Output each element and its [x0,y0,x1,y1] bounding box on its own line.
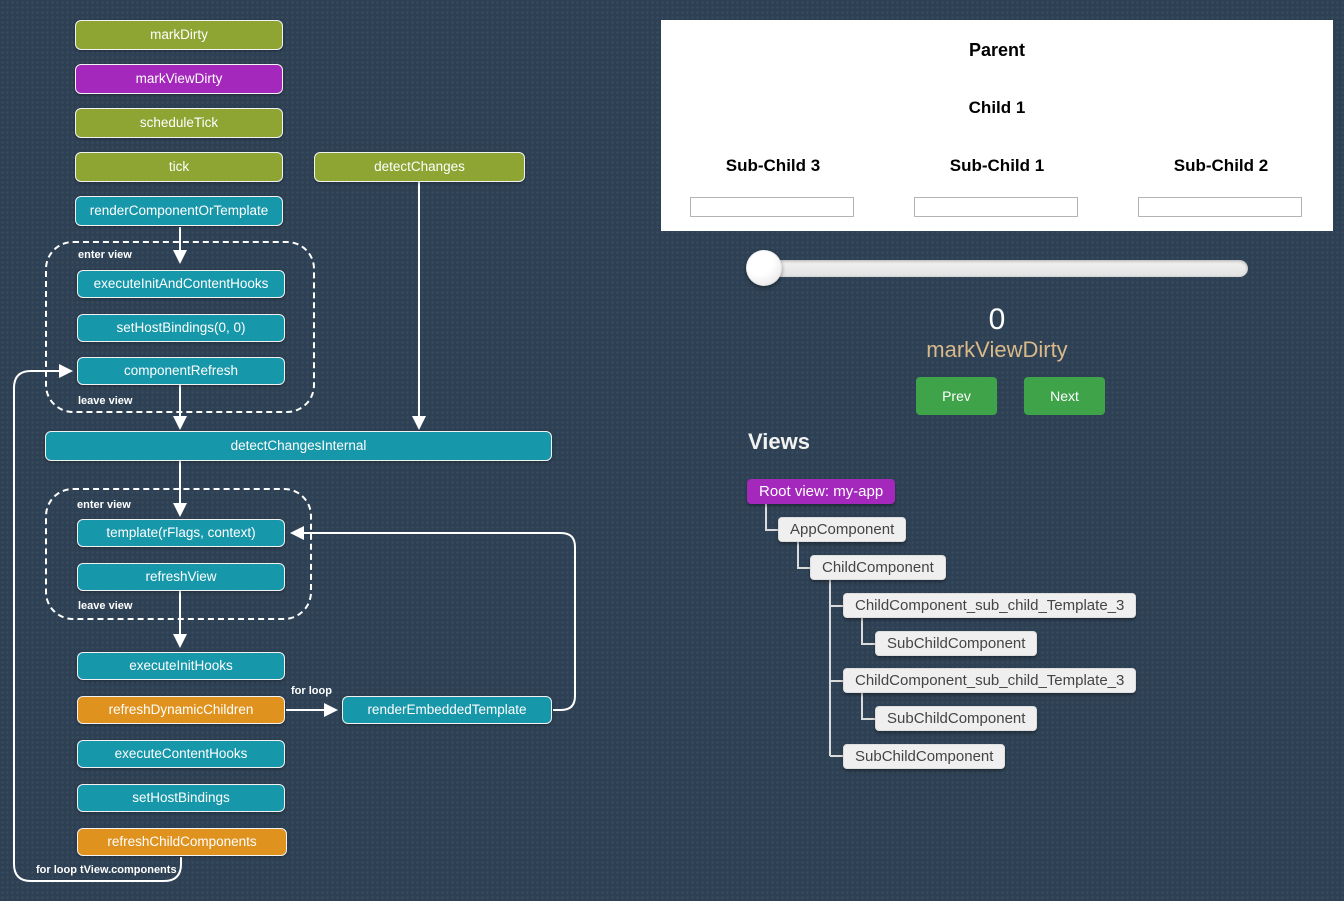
view-tree-node-subchild-3: SubChildComponent [843,744,1006,769]
leave-view-label-2: leave view [78,600,133,612]
sub-child-3-label: Sub-Child 3 [725,156,821,175]
flow-node-refreshChildComponents: refreshChildComponents [77,828,287,856]
flow-node-markViewDirty: markViewDirty [75,64,283,94]
flow-node-refreshDynamicChildren: refreshDynamicChildren [77,696,285,724]
sub-child-1-input[interactable] [914,197,1078,217]
leave-view-label-1: leave view [78,395,133,407]
views-heading: Views [748,429,810,454]
flow-node-tick: tick [75,152,283,182]
flow-node-componentRefresh: componentRefresh [77,357,285,385]
view-tree-node-template-1: ChildComponent_sub_child_Template_3 [843,593,1137,618]
slider-thumb[interactable] [746,250,782,286]
flow-node-detectChanges: detectChanges [314,152,525,182]
flow-node-setHostBindings-zero: setHostBindings(0, 0) [77,314,285,342]
component-demo-panel: Parent Child 1 Sub-Child 3 Sub-Child 1 S… [661,20,1333,231]
flow-node-detectChangesInternal: detectChangesInternal [45,431,552,461]
next-button[interactable]: Next [1024,377,1105,415]
for-loop-tview-label: for loop tView.components [36,864,177,876]
flow-node-executeContentHooks: executeContentHooks [77,740,285,768]
prev-button[interactable]: Prev [916,377,997,415]
for-loop-label: for loop [291,685,332,697]
change-counter: 0 [988,303,1006,336]
view-tree-node-appcomponent: AppComponent [778,517,907,542]
flow-node-refreshView: refreshView [77,563,285,591]
flow-node-template: template(rFlags, context) [77,519,285,547]
last-action-label: markViewDirty [926,337,1068,362]
sub-child-2-label: Sub-Child 2 [1173,156,1269,175]
sub-child-1-label: Sub-Child 1 [949,156,1045,175]
view-tree-node-subchild-2: SubChildComponent [875,706,1038,731]
parent-title: Parent [968,40,1026,60]
flow-node-setHostBindings: setHostBindings [77,784,285,812]
slider-track[interactable] [748,260,1248,277]
view-tree-node-childcomponent: ChildComponent [810,555,946,580]
flow-node-markDirty: markDirty [75,20,283,50]
enter-view-label-1: enter view [78,249,132,261]
sub-child-2-input[interactable] [1138,197,1302,217]
flow-node-renderEmbeddedTemplate: renderEmbeddedTemplate [342,696,552,724]
flow-node-executeInitHooks: executeInitHooks [77,652,285,680]
enter-leave-view-container-1 [45,241,315,413]
view-tree-root-badge: Root view: my-app [747,479,896,504]
sub-child-3-input[interactable] [690,197,854,217]
child-title: Child 1 [968,98,1026,117]
flow-node-scheduleTick: scheduleTick [75,108,283,138]
enter-leave-view-container-2 [45,488,312,620]
view-tree-node-subchild-1: SubChildComponent [875,631,1038,656]
flow-node-renderComponentOrTemplate: renderComponentOrTemplate [75,196,283,226]
flow-node-executeInitAndContentHooks: executeInitAndContentHooks [77,270,285,298]
view-tree-node-template-2: ChildComponent_sub_child_Template_3 [843,668,1137,693]
enter-view-label-2: enter view [77,499,131,511]
